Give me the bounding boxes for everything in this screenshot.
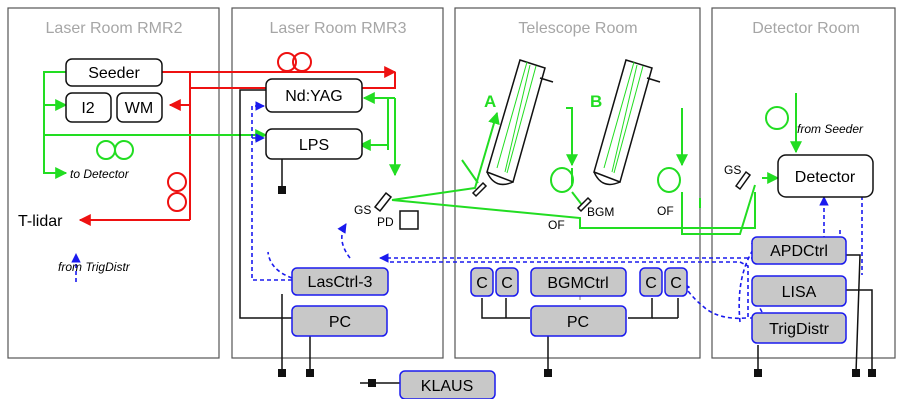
klaus-box xyxy=(399,370,496,399)
telescope-b-label: B xyxy=(590,92,602,111)
lps-box xyxy=(265,128,363,160)
electronics-units xyxy=(291,236,847,399)
room-rmr3 xyxy=(231,7,444,359)
i2-label: I2 xyxy=(81,100,94,117)
c-label-1: C xyxy=(476,275,488,292)
pd-label: PD xyxy=(377,215,394,229)
c-box-1 xyxy=(470,267,494,297)
electrical-wiring xyxy=(239,89,873,384)
lisa-box xyxy=(751,275,847,307)
seeder-label: Seeder xyxy=(88,65,140,82)
c-box-4 xyxy=(664,267,688,297)
beam-splitters xyxy=(373,170,752,213)
ground-terminals xyxy=(278,186,876,387)
of-label-a: OF xyxy=(548,218,565,232)
red-fiber-network xyxy=(78,52,397,226)
telescope-a xyxy=(486,59,554,186)
to-detector-label: to Detector xyxy=(70,167,130,181)
from-seeder-label: from Seeder xyxy=(797,122,864,136)
from-trigdistr-label: from TrigDistr xyxy=(58,260,131,274)
room-telescope xyxy=(454,7,701,359)
pc-laser-box xyxy=(291,305,388,337)
pc-telescope-box xyxy=(530,305,627,337)
room-detector xyxy=(711,7,896,359)
detector-box xyxy=(777,154,874,198)
c-box-2 xyxy=(495,267,519,297)
lasctrl-box xyxy=(291,267,389,296)
bgmctrl-label: BGMCtrl xyxy=(547,275,608,292)
of-label-b: OF xyxy=(657,204,674,218)
gs-label-detector: GS xyxy=(724,163,741,177)
telescope-b xyxy=(593,59,661,186)
apdctrl-box xyxy=(751,236,847,265)
i2-box xyxy=(65,92,112,123)
trigdistr-box xyxy=(751,312,847,344)
pc-laser-label: PC xyxy=(329,314,351,331)
tlidar-label: T-lidar xyxy=(18,213,63,230)
trigdistr-label: TrigDistr xyxy=(769,321,830,338)
room-title-rmr2: Laser Room RMR2 xyxy=(46,20,183,37)
telescope-a-label: A xyxy=(484,92,496,111)
optical-components xyxy=(65,58,874,230)
seeder-box xyxy=(65,58,163,87)
room-rmr2 xyxy=(7,7,220,359)
blue-signal-network xyxy=(71,101,863,323)
bgm-label: BGM xyxy=(587,205,614,219)
room-title-telescope: Telescope Room xyxy=(518,20,637,37)
apdctrl-label: APDCtrl xyxy=(770,243,828,260)
lps-label: LPS xyxy=(299,137,329,154)
room-title-detector: Detector Room xyxy=(752,20,860,37)
lisa-label: LISA xyxy=(782,284,817,301)
ndyag-label: Nd:YAG xyxy=(285,88,343,105)
wm-label: WM xyxy=(125,100,153,117)
c-label-2: C xyxy=(501,275,513,292)
lasctrl-label: LasCtrl-3 xyxy=(308,274,373,291)
detector-label: Detector xyxy=(795,169,856,186)
ndyag-box xyxy=(265,78,363,113)
pd-box xyxy=(399,210,419,230)
gs-label-rmr3: GS xyxy=(354,203,371,217)
c-box-3 xyxy=(639,267,663,297)
c-label-4: C xyxy=(670,275,682,292)
room-title-rmr3: Laser Room RMR3 xyxy=(270,20,407,37)
bgmctrl-box xyxy=(530,267,627,297)
klaus-label: KLAUS xyxy=(421,378,473,395)
wm-box xyxy=(116,92,163,123)
pc-telescope-label: PC xyxy=(567,314,589,331)
c-label-3: C xyxy=(645,275,657,292)
